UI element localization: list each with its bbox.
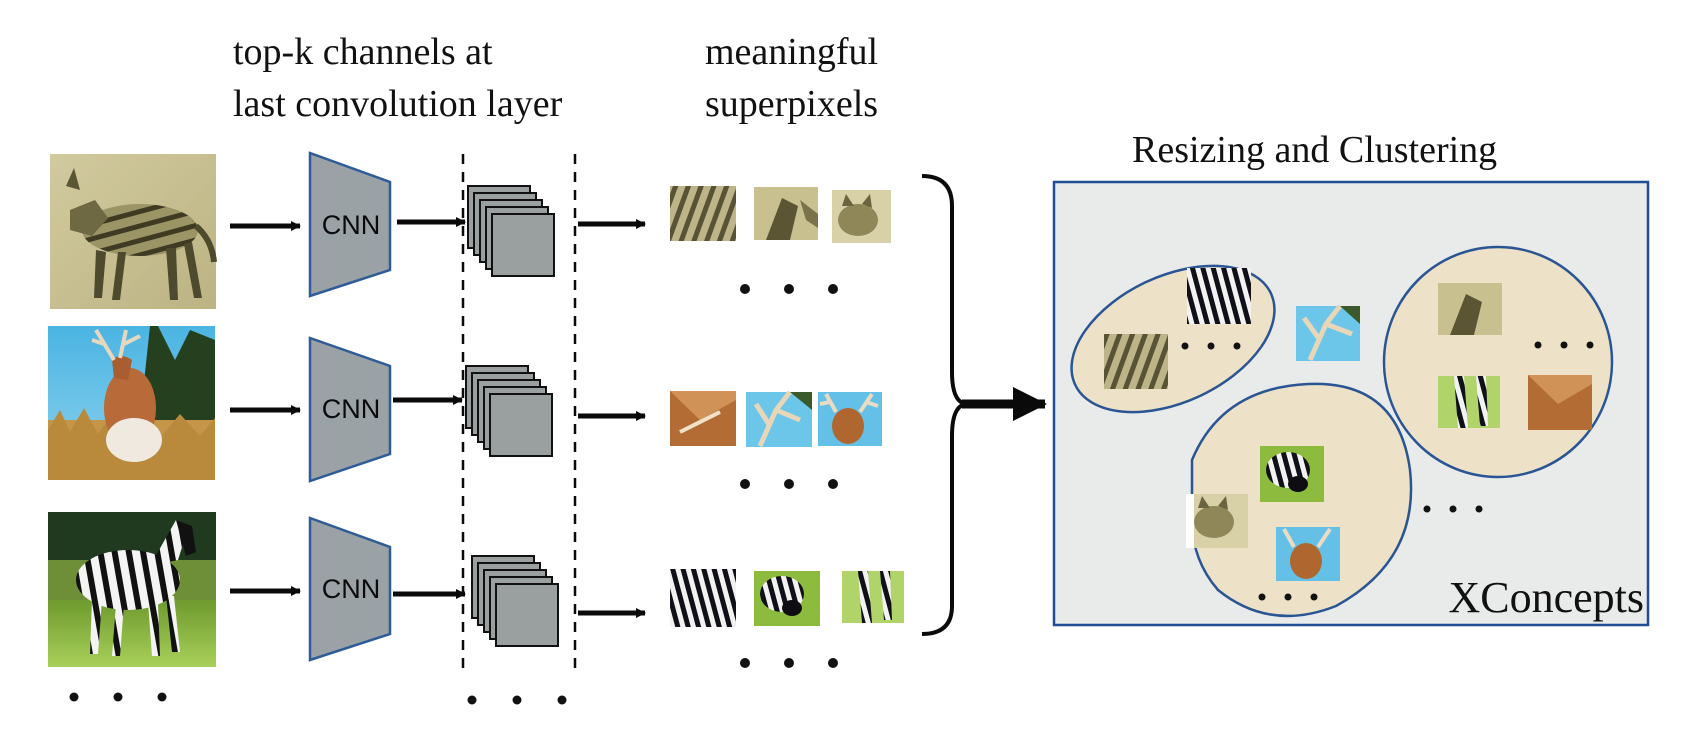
feature-map-stacks <box>465 185 559 647</box>
feature-map-stack-1 <box>467 185 555 277</box>
cnn-label-3: CNN <box>322 574 381 604</box>
channels-label-line1: top-k channels at <box>233 31 493 73</box>
thylacine-stripes-patch-clustered <box>1104 334 1168 389</box>
cluster-bottom <box>1186 382 1413 618</box>
deer-antler-patch-clustered <box>1296 304 1360 362</box>
deer-fur-patch <box>670 391 736 446</box>
zebra-stripes-patch-clustered <box>1187 268 1251 324</box>
cnn-block-2: CNN <box>308 336 392 483</box>
merge-brace <box>921 174 967 636</box>
feature-map-ellipsis <box>467 695 567 705</box>
thylacine-head-patch-clustered <box>1186 494 1248 548</box>
channel-selection-bracket <box>461 154 577 668</box>
feature-map <box>489 393 553 457</box>
superpixel-arrows <box>578 219 646 618</box>
feature-map <box>495 583 559 647</box>
feature-map-stack-3 <box>471 555 559 647</box>
clustering-title: Resizing and Clustering <box>1132 129 1498 171</box>
deer-photo <box>48 326 215 480</box>
deer-fur-patch-clustered <box>1528 375 1592 430</box>
cnn-label-2: CNN <box>322 394 381 424</box>
zebra-leg-patch-clustered <box>1438 376 1500 428</box>
zebra-head-patch-clustered <box>1260 446 1324 502</box>
deer-head-patch-clustered <box>1276 527 1340 581</box>
cnn-block-3: CNN <box>308 516 392 662</box>
superpixels-label-line1: meaningful <box>705 31 879 73</box>
patch-ellipsis-2 <box>740 479 838 489</box>
channels-label-line2: last convolution layer <box>233 83 563 125</box>
cnn-arrows <box>393 217 466 599</box>
thylacine-photo <box>50 154 217 309</box>
superpixels-label-line2: superpixels <box>705 83 879 125</box>
cnn-label-1: CNN <box>322 210 381 240</box>
thylacine-leg-patch-clustered <box>1438 283 1502 335</box>
zebra-leg-patch <box>842 571 904 623</box>
thylacine-leg-patch <box>754 187 818 240</box>
thylacine-stripes-patch <box>670 186 736 241</box>
deer-head-patch <box>818 392 882 446</box>
zebra-stripes-patch <box>670 569 736 627</box>
patch-ellipsis-1 <box>740 284 838 294</box>
zebra-head-patch <box>754 571 820 626</box>
cluster-left <box>1070 264 1276 414</box>
thylacine-head-patch <box>832 190 891 243</box>
xconcepts-label: XConcepts <box>1448 573 1644 622</box>
input-arrows <box>230 221 301 596</box>
cluster-ellipsis <box>1423 505 1483 513</box>
patch-ellipsis-3 <box>740 658 838 668</box>
input-ellipsis <box>69 692 167 702</box>
cnn-block-1: CNN <box>308 151 392 298</box>
deer-antler-patch <box>746 390 812 448</box>
cluster-right <box>1382 245 1614 479</box>
feature-map <box>491 213 555 277</box>
zebra-photo <box>48 512 216 667</box>
superpixels-label: meaningful superpixels <box>705 26 878 130</box>
channels-label: top-k channels at last convolution layer <box>233 26 562 130</box>
feature-map-stack-2 <box>465 365 553 457</box>
